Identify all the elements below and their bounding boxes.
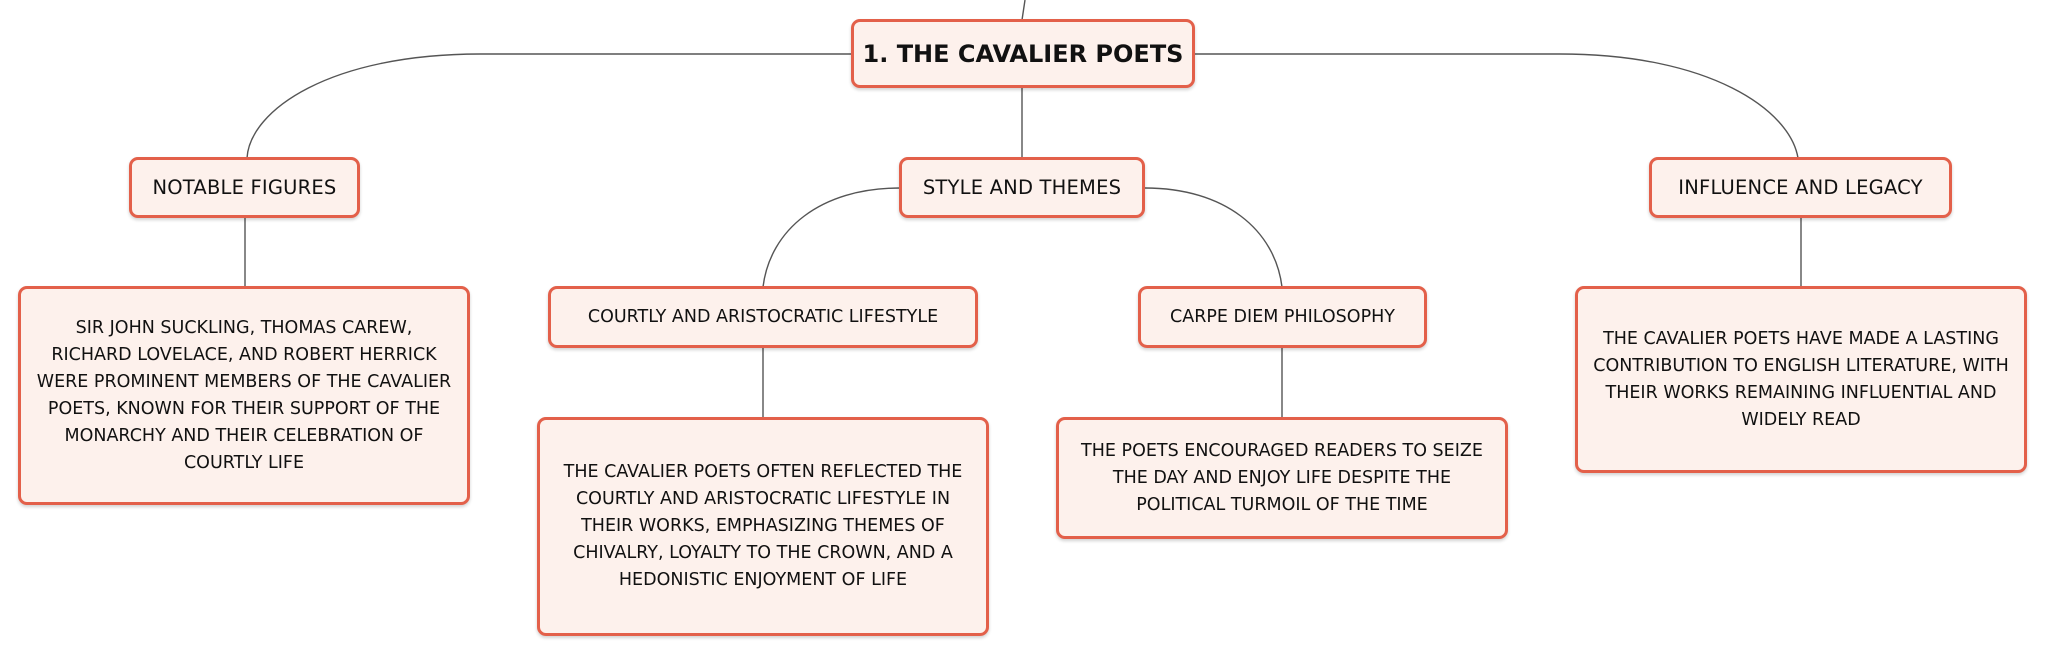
connector-root-to-influence (1194, 53, 1799, 159)
courtly-lifestyle-detail-node[interactable]: THE CAVALIER POETS OFTEN REFLECTED THE C… (537, 417, 989, 636)
notable-figures-detail-node[interactable]: SIR JOHN SUCKLING, THOMAS CAREW, RICHARD… (18, 286, 470, 505)
connector-parent-to-root (1021, 0, 1026, 21)
courtly-lifestyle-detail-text: THE CAVALIER POETS OFTEN REFLECTED THE C… (563, 462, 963, 590)
connector-style-to-courtly (762, 187, 901, 288)
carpe-diem-detail-node[interactable]: THE POETS ENCOURAGED READERS TO SEIZE TH… (1056, 417, 1508, 539)
notable-figures-label: NOTABLE FIGURES (152, 176, 337, 199)
carpe-diem-detail-text: THE POETS ENCOURAGED READERS TO SEIZE TH… (1081, 440, 1483, 515)
carpe-diem-label: CARPE DIEM PHILOSOPHY (1170, 307, 1395, 327)
influence-and-legacy-detail-node[interactable]: THE CAVALIER POETS HAVE MADE A LASTING C… (1575, 286, 2027, 473)
root-label: 1. THE CAVALIER POETS (862, 39, 1184, 68)
influence-and-legacy-detail-text: THE CAVALIER POETS HAVE MADE A LASTING C… (1593, 328, 2009, 430)
influence-and-legacy-node[interactable]: INFLUENCE AND LEGACY (1649, 157, 1952, 218)
notable-figures-node[interactable]: NOTABLE FIGURES (129, 157, 360, 218)
root-node[interactable]: 1. THE CAVALIER POETS (851, 19, 1195, 88)
style-and-themes-node[interactable]: STYLE AND THEMES (899, 157, 1145, 218)
carpe-diem-node[interactable]: CARPE DIEM PHILOSOPHY (1138, 286, 1427, 348)
influence-and-legacy-label: INFLUENCE AND LEGACY (1678, 176, 1923, 199)
notable-figures-detail-text: SIR JOHN SUCKLING, THOMAS CAREW, RICHARD… (36, 317, 452, 473)
connector-style-to-carpe (1144, 187, 1283, 288)
style-and-themes-label: STYLE AND THEMES (922, 176, 1122, 199)
courtly-lifestyle-label: COURTLY AND ARISTOCRATIC LIFESTYLE (587, 307, 939, 327)
courtly-lifestyle-node[interactable]: COURTLY AND ARISTOCRATIC LIFESTYLE (548, 286, 978, 348)
connector-root-to-notable (246, 53, 853, 159)
